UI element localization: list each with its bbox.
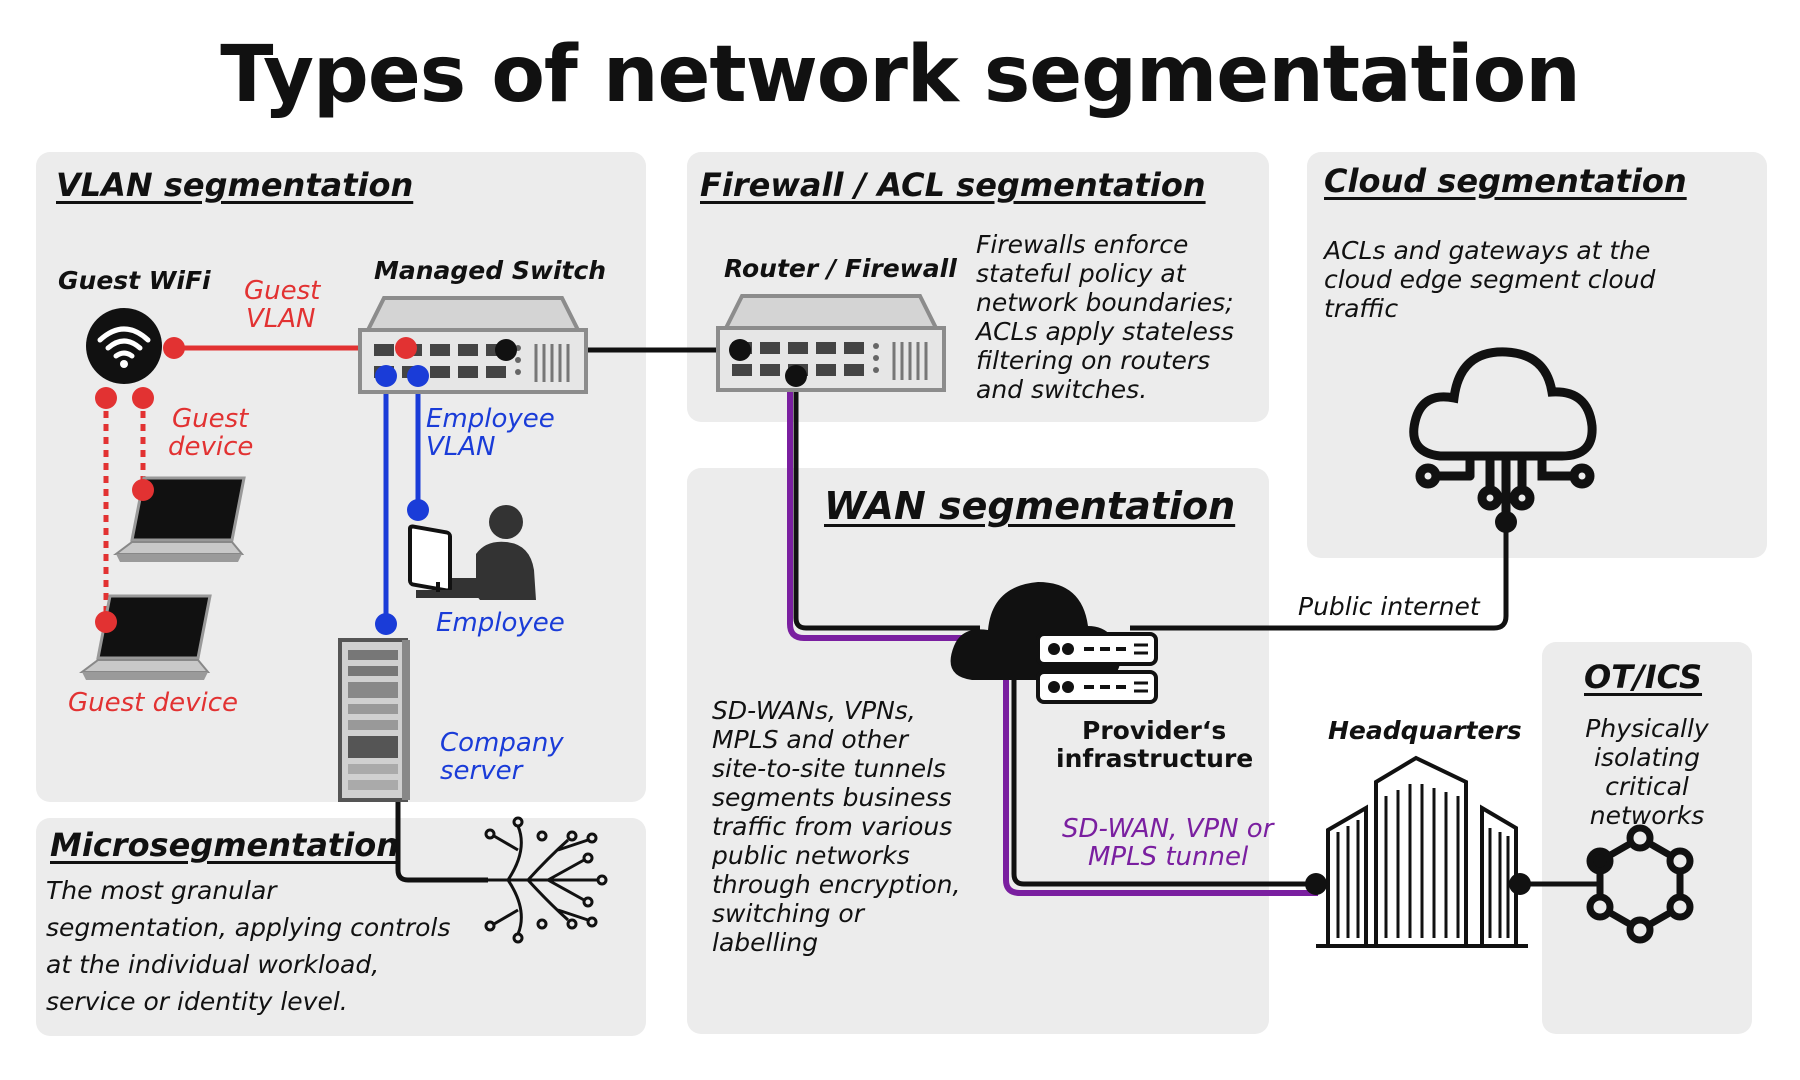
guest-laptop-icon-2 [80,594,212,682]
link-provider-to-hq [1011,660,1316,887]
guest-device-bottom-label: Guest device [68,688,239,718]
dot-guest-1 [95,387,117,409]
dot-switch-emp-1 [375,365,397,387]
headquarters-icon [1316,755,1528,948]
guest-device-label-2: device [168,432,254,462]
page-title: Types of network segmentation [220,30,1581,120]
public-internet-label: Public internet [1298,592,1480,621]
ot-heading: OT/ICS [1584,658,1703,696]
dot-employee [407,499,429,521]
employee-icon [408,505,536,600]
microsegmentation-tree-icon [484,816,608,944]
vlan-heading: VLAN segmentation [56,166,414,204]
tunnel-line-firewall-to-provider [787,380,980,641]
employee-vlan-label-2: VLAN [426,432,496,462]
cloud-panel [1307,152,1767,558]
managed-switch-label: Managed Switch [374,256,607,285]
company-server-label-2: server [440,756,523,786]
dot-server [375,613,397,635]
cloud-description: ACLs and gateways at the cloud edge segm… [1324,236,1656,323]
link-server-to-micro [395,800,488,883]
link-provider-to-cloud [1130,522,1509,631]
ot-ics-hexagon-icon [1586,824,1694,944]
dot-hq-left [1305,873,1327,895]
dot-guest-laptop-1 [132,479,154,501]
provider-server-icon-2 [1036,670,1158,704]
employee-label: Employee [436,608,565,638]
dot-switch-uplink [495,339,517,361]
company-server-icon [338,638,410,802]
micro-heading: Microsegmentation [50,826,399,864]
guest-vlan-label-1: Guest [244,276,321,306]
micro-description: The most granular segmentation, applying… [46,876,451,1016]
dot-guest-2 [132,387,154,409]
dot-firewall-in [729,339,751,361]
firewall-description: Firewalls enforce stateful policy at net… [976,230,1234,404]
router-firewall-label: Router / Firewall [724,254,957,283]
headquarters-label: Headquarters [1328,716,1522,745]
dot-switch-emp-2 [407,365,429,387]
link-firewall-to-provider [793,376,980,631]
wan-panel [687,468,1269,1034]
dot-cloud [1495,511,1517,533]
company-server-label-1: Company [440,728,564,758]
wifi-icon [86,308,162,384]
guest-device-label-1: Guest [172,404,249,434]
cloud-network-icon [1409,347,1597,523]
guest-wifi-label: Guest WiFi [58,266,211,295]
employee-vlan-label-1: Employee [426,404,555,434]
dot-guest-laptop-2 [95,611,117,633]
wan-heading: WAN segmentation [824,484,1236,528]
provider-label-2: infrastructure [1056,744,1254,773]
cloud-heading: Cloud segmentation [1324,162,1687,200]
ot-description: Physically isolating critical networks [1585,714,1709,830]
dot-switch-guest [395,337,417,359]
tunnel-label-1: SD-WAN, VPN or [1062,814,1274,844]
tunnel-label-2: MPLS tunnel [1088,842,1249,872]
dot-hq-right [1509,873,1531,895]
provider-label-1: Provider‘s [1082,716,1227,745]
provider-server-icon-1 [1036,632,1158,666]
dot-wifi [163,337,185,359]
firewall-heading: Firewall / ACL segmentation [700,166,1206,204]
tunnel-line-provider-to-hq [1003,660,1318,896]
guest-vlan-label-2: VLAN [246,304,316,334]
router-firewall-icon [716,294,946,392]
wan-description: SD-WANs, VPNs, MPLS and other site-to-si… [712,696,961,957]
dot-firewall-out [785,365,807,387]
